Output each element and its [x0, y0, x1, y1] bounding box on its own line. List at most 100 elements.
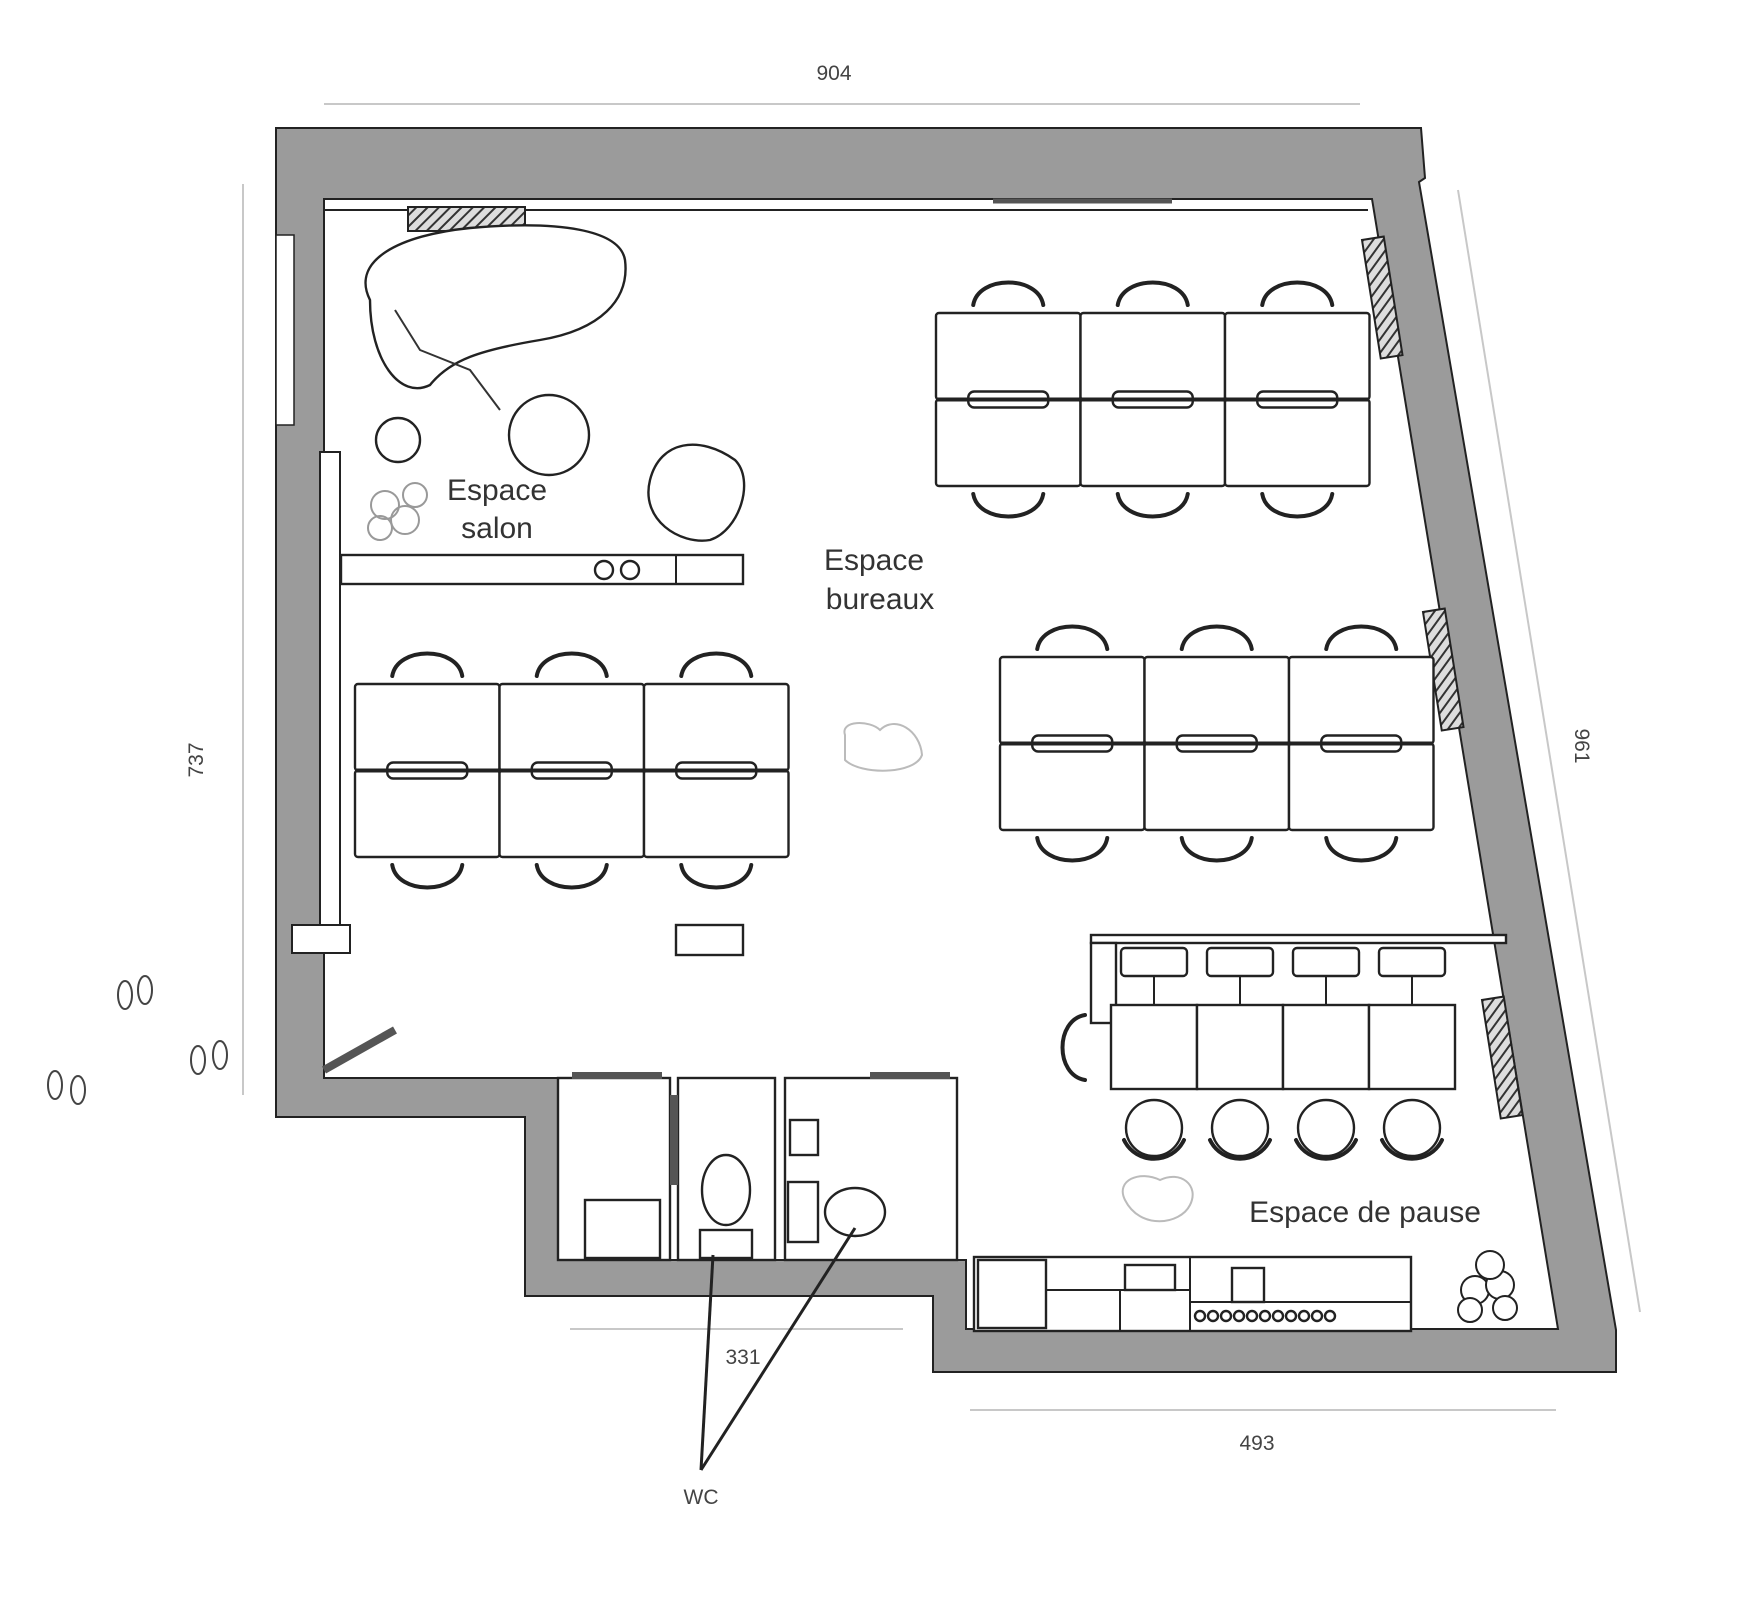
- coffee-table: [507, 393, 591, 477]
- coffee-machine: [1230, 1266, 1266, 1304]
- stool: [1119, 946, 1189, 978]
- desk: [934, 311, 1082, 401]
- wash-basin: [788, 1118, 820, 1157]
- dimension-line-right: [1457, 189, 1641, 1313]
- desk: [1143, 742, 1291, 832]
- room-label-bureaux-line2: bureaux: [826, 583, 934, 616]
- stool: [1377, 946, 1447, 978]
- small-cabinet: [674, 923, 745, 957]
- toilet: [823, 1186, 887, 1238]
- cup: [1193, 1309, 1207, 1323]
- desk: [998, 655, 1146, 745]
- pause-table: [1281, 1003, 1371, 1091]
- chair: [1115, 280, 1190, 307]
- chair: [1179, 624, 1254, 651]
- desk: [1079, 311, 1227, 401]
- dimension-bottom-right: 493: [1239, 1432, 1274, 1455]
- wc-leader-line: [699, 1227, 857, 1471]
- window-recess: [275, 234, 295, 426]
- chair-back: [1208, 1138, 1272, 1161]
- cup: [1219, 1309, 1233, 1323]
- exterior-walls: [275, 127, 1617, 1373]
- door[interactable]: [572, 1072, 662, 1079]
- person-figure: [394, 309, 501, 411]
- desk: [1079, 398, 1227, 488]
- door[interactable]: [670, 1095, 678, 1185]
- desk: [1287, 655, 1435, 745]
- room-label-salon-line1: Espace: [447, 474, 547, 507]
- chair: [534, 863, 609, 890]
- chair-back: [1380, 1138, 1444, 1161]
- fridge: [976, 1258, 1048, 1330]
- cup: [1245, 1309, 1259, 1323]
- office-area: [353, 280, 1435, 890]
- room-label-pause: Espace de pause: [1249, 1196, 1481, 1229]
- desk: [353, 769, 501, 859]
- desk: [642, 682, 790, 772]
- radiator: [1360, 235, 1404, 360]
- salon-console: [339, 553, 745, 586]
- desk: [1287, 742, 1435, 832]
- cup: [1284, 1309, 1298, 1323]
- stool: [1205, 946, 1275, 978]
- pause-table: [1195, 1003, 1285, 1091]
- plant: [367, 482, 428, 541]
- room-label-salon-line2: salon: [461, 512, 533, 545]
- chair-back: [1294, 1138, 1358, 1161]
- chair: [1115, 492, 1190, 519]
- desk-cluster: [998, 624, 1435, 863]
- chair: [1260, 492, 1335, 519]
- desk: [353, 682, 501, 772]
- microwave: [1123, 1263, 1177, 1292]
- stool: [1291, 946, 1361, 978]
- room-label-bureaux-line1: Espace: [824, 544, 924, 577]
- chair: [1296, 1098, 1356, 1158]
- chair: [390, 863, 465, 890]
- toilet: [700, 1153, 752, 1227]
- cups: [1193, 1309, 1337, 1323]
- desk: [1223, 398, 1371, 488]
- desk-cluster: [353, 651, 790, 890]
- desk: [934, 398, 1082, 488]
- desk: [1223, 311, 1371, 401]
- chair: [679, 651, 754, 678]
- wc-label: WC: [684, 1486, 719, 1509]
- chair: [1035, 836, 1110, 863]
- chair: [1260, 280, 1335, 307]
- chair: [679, 863, 754, 890]
- desk: [998, 742, 1146, 832]
- chair: [390, 651, 465, 678]
- armchair: [647, 443, 746, 542]
- chair: [1382, 1098, 1442, 1158]
- cup: [1271, 1309, 1285, 1323]
- dimension-left: 737: [185, 742, 208, 777]
- door[interactable]: [870, 1072, 950, 1079]
- radiator: [1480, 995, 1524, 1120]
- chair: [1035, 624, 1110, 651]
- desk: [498, 682, 646, 772]
- chair: [971, 492, 1046, 519]
- desk: [642, 769, 790, 859]
- dimension-lines: [242, 103, 1641, 1411]
- lamp-icon: [619, 559, 641, 581]
- cup: [1310, 1309, 1324, 1323]
- chair: [1324, 624, 1399, 651]
- desk: [1143, 655, 1291, 745]
- rug-decoration: [1121, 1175, 1194, 1223]
- pause-table: [1109, 1003, 1199, 1091]
- dimension-right: 961: [1570, 728, 1593, 763]
- entrance-door[interactable]: [322, 1026, 397, 1074]
- rug-decoration: [843, 722, 924, 772]
- chair: [1210, 1098, 1270, 1158]
- salon-area: Espace salon: [339, 224, 746, 586]
- pillar: [291, 924, 351, 954]
- partition-left: [319, 451, 341, 953]
- side-table: [374, 416, 422, 464]
- wc-area: WC: [556, 1072, 959, 1509]
- sofa: [364, 224, 627, 390]
- wc-leader-line: [699, 1254, 715, 1471]
- pause-area: Espace de pause: [972, 933, 1518, 1333]
- cup: [1258, 1309, 1272, 1323]
- desk-cluster: [934, 280, 1371, 519]
- chair: [534, 651, 609, 678]
